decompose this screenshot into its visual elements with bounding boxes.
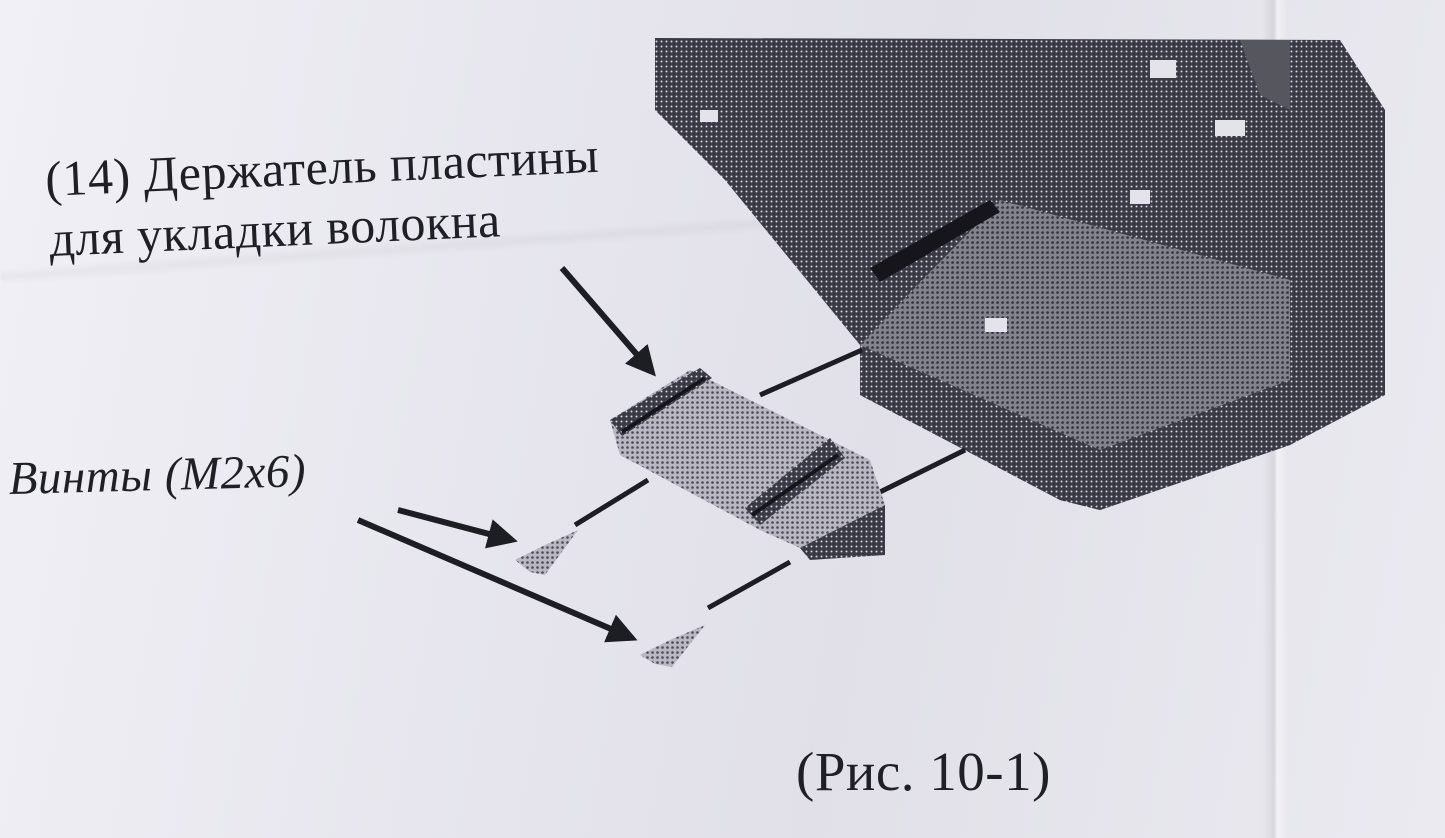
screw-upper-icon xyxy=(515,530,578,575)
screw-lower-icon xyxy=(640,625,705,667)
assembly-guide-lines xyxy=(573,347,967,611)
callout-arrows xyxy=(356,266,656,643)
fiber-plate-holder-part xyxy=(610,368,885,560)
device-body xyxy=(655,38,1385,510)
screws-label: Винты (M2x6) xyxy=(8,445,307,505)
figure-caption: (Рис. 10-1) xyxy=(796,741,1051,802)
